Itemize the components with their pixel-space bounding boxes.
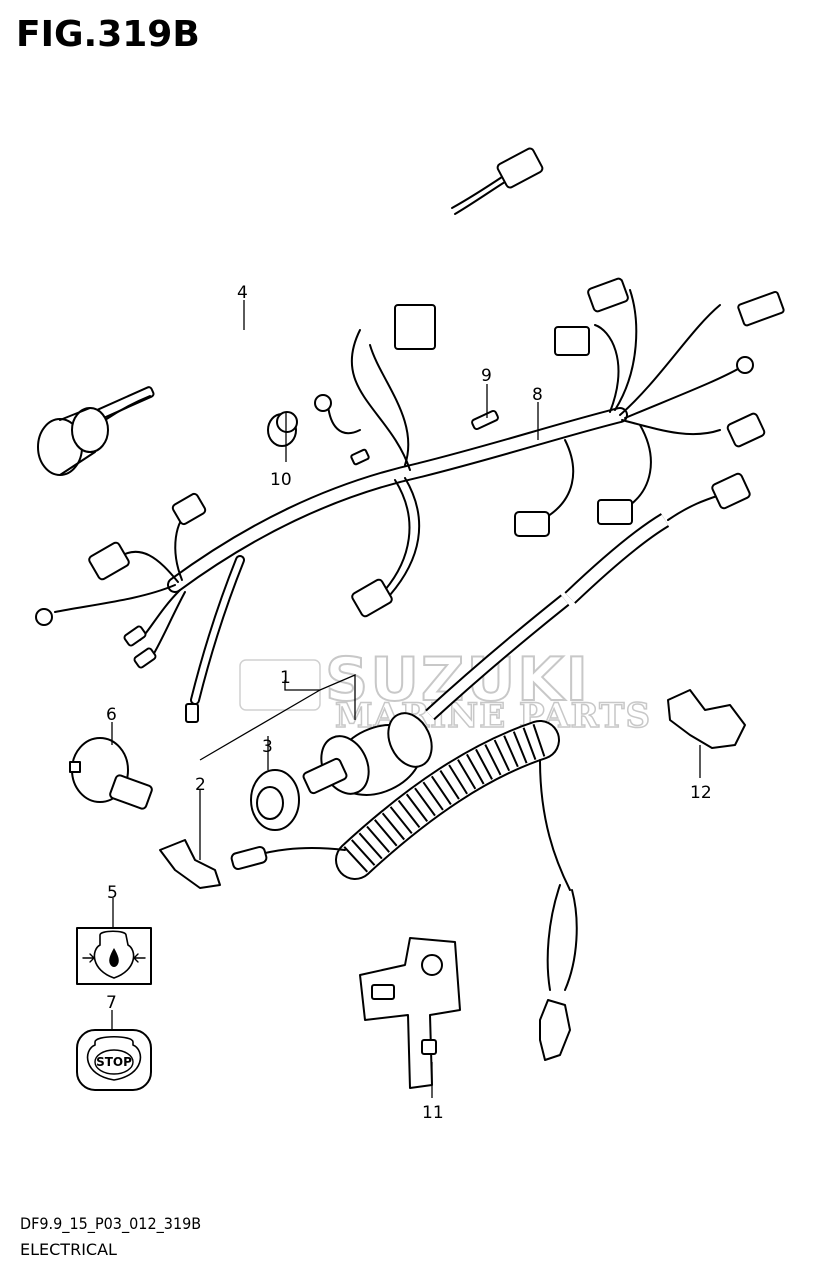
part-1-stop-switch[interactable] [302, 472, 751, 808]
callout-7: 7 [106, 993, 117, 1013]
watermark: SUZUKI MARINE PARTS [239, 644, 651, 737]
part-6-sensor[interactable] [69, 737, 153, 810]
arrow-left-icon [133, 953, 146, 963]
part-11-bracket[interactable] [359, 937, 461, 1089]
callout-4: 4 [237, 283, 248, 303]
callout-12: 12 [690, 783, 712, 803]
callout-5: 5 [107, 883, 118, 903]
callout-9: 9 [481, 366, 492, 386]
callout-6: 6 [106, 705, 117, 725]
callout-11: 11 [422, 1103, 444, 1123]
watermark-line1: SUZUKI [325, 645, 590, 715]
callout-1: 1 [280, 668, 291, 688]
part-7-stop-button[interactable]: STOP [76, 1029, 152, 1091]
part-8-main-harness[interactable] [35, 277, 785, 723]
watermark-logo-icon [239, 659, 321, 711]
figure-code: DF9.9_15_P03_012_319B [20, 1214, 202, 1233]
oil-drop-icon [109, 948, 119, 967]
part-5-indicator-label[interactable] [76, 927, 152, 985]
callout-2: 2 [195, 775, 206, 795]
callouts: 1 2 3 4 5 6 7 8 9 10 11 12 [106, 283, 712, 1123]
part-3-nut[interactable] [250, 769, 300, 831]
section-name: ELECTRICAL [20, 1240, 117, 1259]
part-9-sleeve[interactable] [471, 409, 499, 431]
callout-8: 8 [532, 385, 543, 405]
callout-10: 10 [270, 470, 292, 490]
part-12-clip[interactable] [667, 689, 746, 749]
stop-label: STOP [96, 1055, 132, 1069]
figure-title: FIG.319B [16, 14, 200, 55]
callout-3: 3 [262, 737, 273, 757]
lanyard-coil[interactable] [239, 720, 578, 1061]
arrow-right-icon [82, 953, 95, 963]
part-10-clip[interactable] [267, 394, 370, 466]
leader-lines [111, 300, 701, 1098]
part-2-lanyard-clip[interactable] [159, 839, 268, 889]
part-4-harness[interactable] [37, 147, 544, 476]
